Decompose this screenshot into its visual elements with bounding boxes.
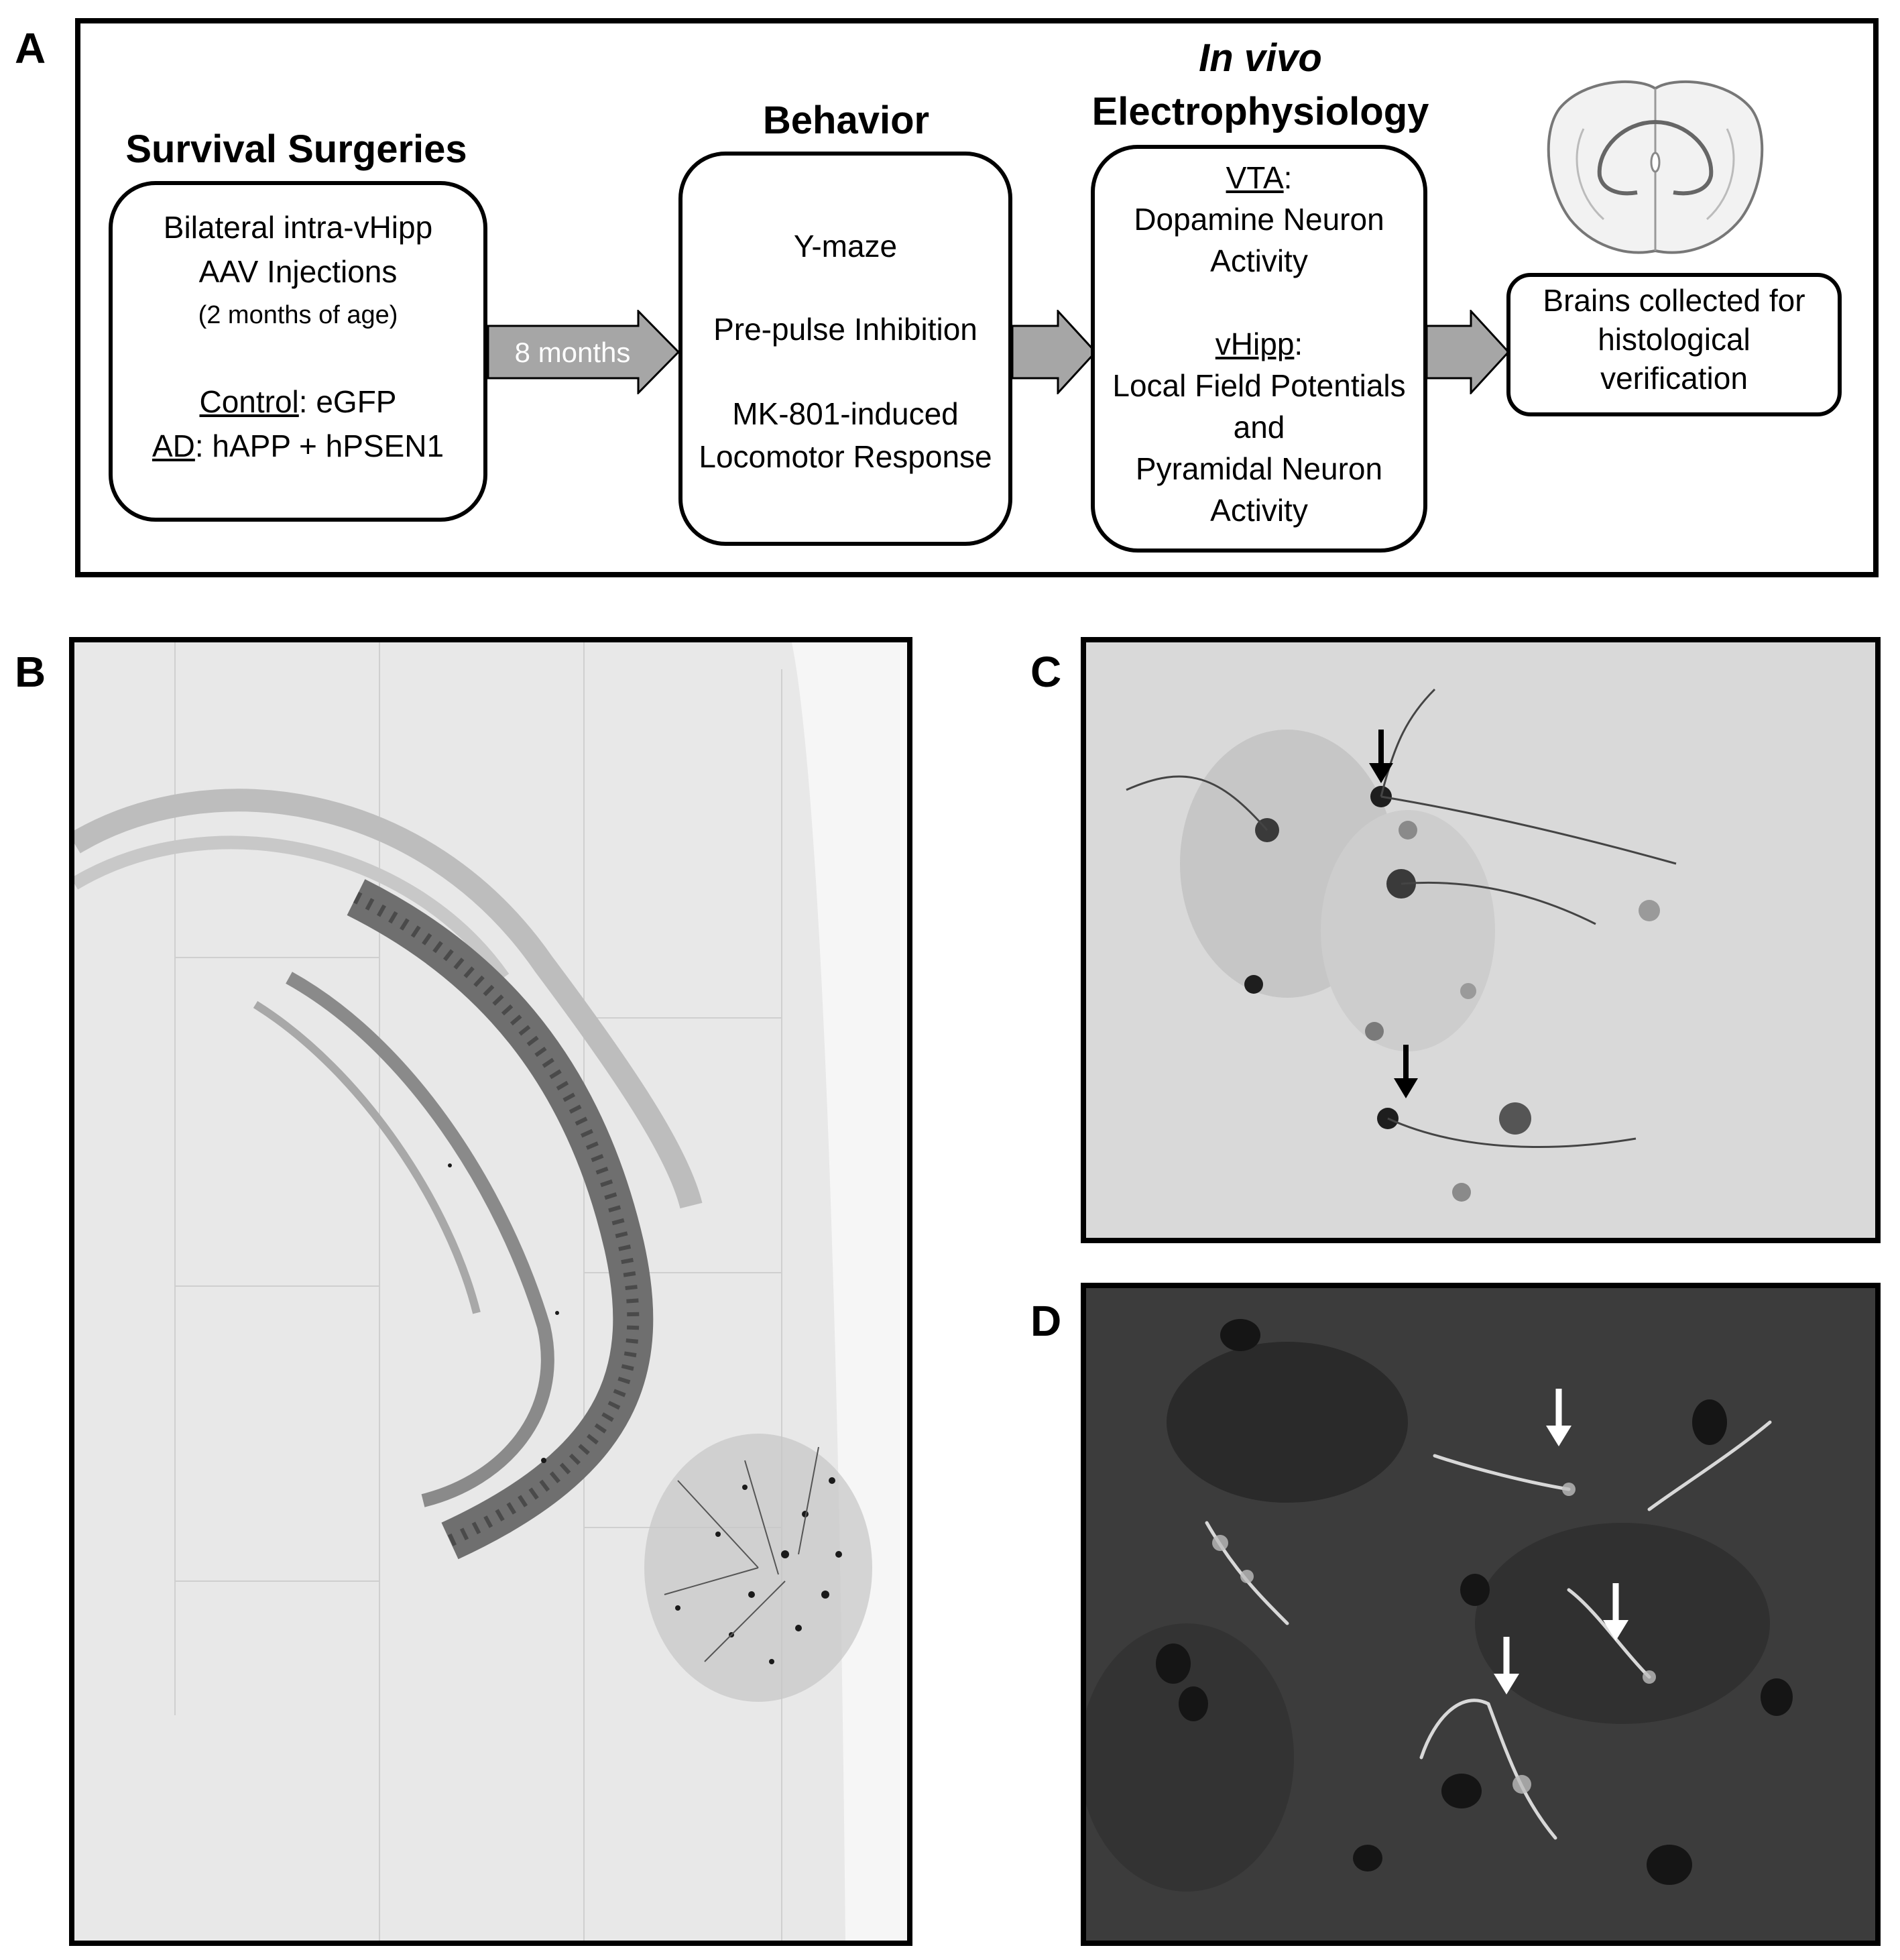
down-arrow-icon: [1394, 1045, 1418, 1098]
step3-heading: Electrophysiology: [1091, 90, 1429, 133]
step1-box: Bilateral intra-vHipp AAV Injections (2 …: [109, 181, 487, 522]
vta-line2: Activity: [1210, 243, 1308, 278]
vhipp-label: vHipp: [1215, 327, 1295, 361]
step4-line2: histological: [1598, 322, 1750, 357]
vhipp-line4: Activity: [1210, 493, 1308, 528]
vhipp-colon: :: [1294, 327, 1303, 361]
down-arrow-icon: [1494, 1637, 1519, 1694]
right-arrow-icon: [1425, 310, 1510, 394]
vhipp-fluorescence-image: [1086, 1288, 1875, 1941]
panel-label-a: A: [15, 24, 46, 72]
step1-line3: (2 months of age): [198, 301, 398, 329]
down-arrow-icon: [1369, 730, 1393, 783]
step4-box: Brains collected for histological verifi…: [1506, 273, 1842, 416]
vta-colon: :: [1283, 160, 1293, 195]
panel-d-micrograph: [1081, 1283, 1881, 1946]
step4-line1: Brains collected for: [1543, 283, 1805, 318]
right-arrow-icon: [1011, 310, 1097, 394]
vhipp-line2: and: [1233, 410, 1285, 445]
panel-b-micrograph: [69, 637, 912, 1946]
behavior-item-mk801-a: MK-801-induced: [732, 396, 959, 431]
panel-c-micrograph: [1081, 637, 1881, 1243]
step1-control: Control: eGFP: [113, 384, 483, 420]
step1-line1: Bilateral intra-vHipp: [163, 210, 433, 245]
step3-box: VTA: Dopamine Neuron Activity vHipp: Loc…: [1091, 145, 1427, 553]
step1-heading: Survival Surgeries: [125, 127, 467, 171]
down-arrow-icon: [1546, 1389, 1571, 1446]
step2-box: Y-maze Pre-pulse Inhibition MK-801-induc…: [678, 152, 1012, 546]
control-label: Control: [199, 384, 299, 419]
behavior-item-mk801-b: Locomotor Response: [699, 439, 992, 474]
step2-heading: Behavior: [762, 99, 930, 142]
step1-line2: AAV Injections: [198, 254, 398, 289]
ad-label: AD: [152, 428, 195, 463]
vta-heading: VTA:: [1095, 160, 1423, 196]
panel-label-c: C: [1030, 648, 1062, 696]
ad-value: : hAPP + hPSEN1: [194, 428, 444, 463]
arrow1-label: 8 months: [515, 337, 631, 368]
step1-ad: AD: hAPP + hPSEN1: [113, 428, 483, 465]
brain-section-icon: [1547, 80, 1764, 254]
vhipp-line1: Local Field Potentials: [1112, 368, 1406, 403]
panel-a-frame: [75, 18, 1879, 577]
right-arrow-icon: 8 months: [487, 310, 680, 394]
vta-line1: Dopamine Neuron: [1134, 202, 1384, 237]
step3-heading-italic: In vivo: [1199, 36, 1322, 80]
vhipp-line3: Pyramidal Neuron: [1135, 451, 1383, 486]
behavior-item-ppi: Pre-pulse Inhibition: [713, 312, 977, 347]
vhipp-heading: vHipp:: [1095, 326, 1423, 363]
control-value: : eGFP: [298, 384, 397, 419]
step4-line3: verification: [1600, 361, 1748, 396]
vta-neurons-image: [1086, 642, 1875, 1238]
hippocampus-section-image: [74, 642, 907, 1941]
down-arrow-icon: [1603, 1583, 1628, 1641]
behavior-item-ymaze: Y-maze: [793, 229, 898, 264]
vta-label: VTA: [1226, 160, 1284, 195]
panel-label-b: B: [15, 648, 46, 696]
panel-label-d: D: [1030, 1297, 1062, 1345]
